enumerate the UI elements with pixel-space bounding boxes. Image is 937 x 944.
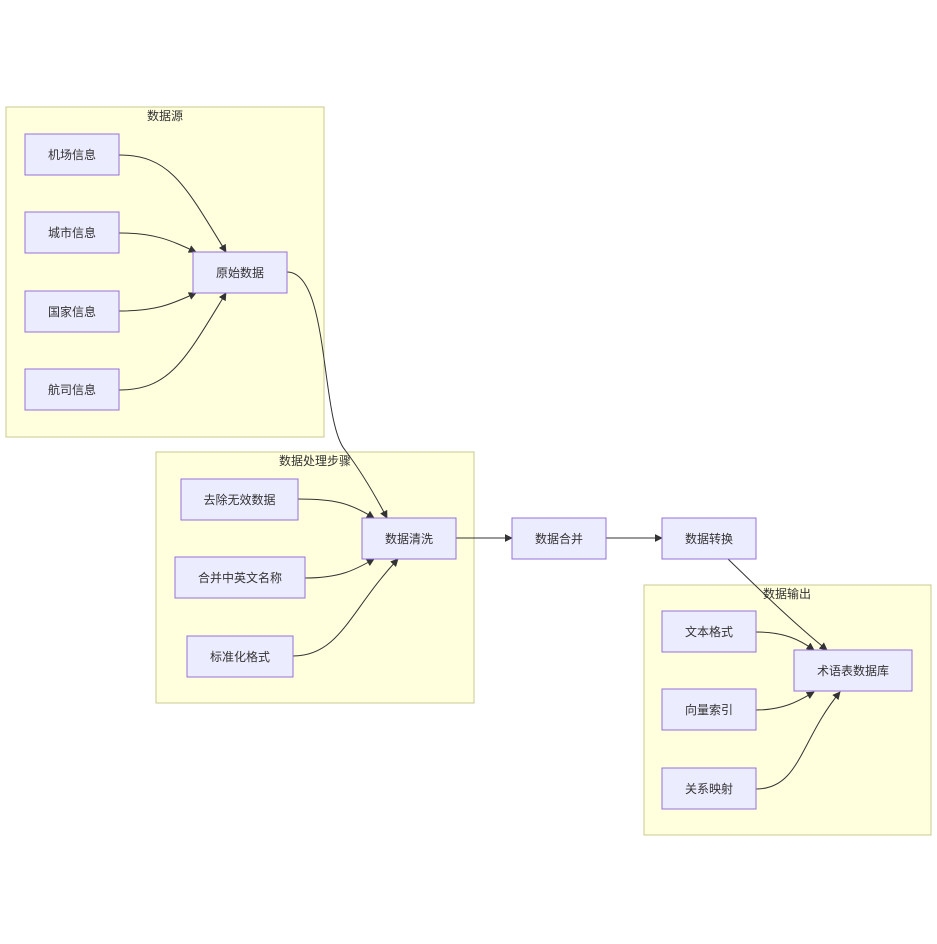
node-standardize[interactable]: 标准化格式: [186, 635, 294, 678]
node-data-merge[interactable]: 数据合并: [511, 517, 607, 560]
edge-raw-to-clean: [286, 271, 388, 519]
node-relation-map[interactable]: 关系映射: [661, 767, 757, 810]
node-data-clean-label: 数据清洗: [385, 531, 433, 546]
node-text-format[interactable]: 文本格式: [661, 610, 757, 653]
node-vector-index-label: 向量索引: [685, 702, 733, 717]
edge-airline-to-raw: [118, 292, 227, 391]
cluster-processing-steps-label: 数据处理步骤: [279, 453, 351, 468]
node-data-transform[interactable]: 数据转换: [661, 517, 757, 560]
edge-airport-to-raw: [118, 154, 227, 253]
node-airline-info[interactable]: 航司信息: [24, 368, 120, 411]
node-remove-invalid-label: 去除无效数据: [203, 492, 275, 507]
node-merge-names[interactable]: 合并中英文名称: [174, 556, 306, 599]
edge-relation-map-to-glossary: [755, 691, 841, 790]
node-merge-names-label: 合并中英文名称: [198, 570, 282, 585]
node-standardize-label: 标准化格式: [210, 649, 270, 664]
node-country-info[interactable]: 国家信息: [24, 290, 120, 333]
node-data-clean[interactable]: 数据清洗: [361, 517, 457, 560]
edges: [118, 154, 841, 790]
node-data-transform-label: 数据转换: [685, 531, 733, 546]
node-city-info[interactable]: 城市信息: [24, 211, 120, 254]
node-city-info-label: 城市信息: [48, 225, 96, 240]
cluster-data-source-label: 数据源: [147, 108, 183, 123]
node-text-format-label: 文本格式: [685, 624, 733, 639]
edge-merge-names-to-clean: [304, 558, 375, 579]
edge-standardize-to-clean: [292, 558, 399, 657]
node-glossary-database[interactable]: 术语表数据库: [793, 649, 913, 692]
edge-remove-invalid-to-clean: [297, 498, 375, 519]
edge-vector-index-to-glossary: [755, 691, 815, 711]
node-airport-info[interactable]: 机场信息: [24, 133, 120, 176]
node-relation-map-label: 关系映射: [685, 781, 733, 796]
node-airport-info-label: 机场信息: [48, 147, 96, 162]
node-remove-invalid[interactable]: 去除无效数据: [180, 478, 299, 521]
edge-transform-to-glossary: [727, 558, 828, 651]
cluster-data-output-label: 数据输出: [763, 586, 811, 601]
node-airline-info-label: 航司信息: [48, 382, 96, 397]
node-raw-data-label: 原始数据: [216, 265, 264, 280]
node-vector-index[interactable]: 向量索引: [661, 688, 757, 731]
edge-city-to-raw: [118, 232, 197, 253]
node-raw-data[interactable]: 原始数据: [192, 251, 288, 294]
edge-country-to-raw: [118, 292, 197, 312]
edge-text-format-to-glossary: [755, 631, 815, 651]
node-data-merge-label: 数据合并: [535, 531, 583, 546]
node-glossary-database-label: 术语表数据库: [817, 663, 889, 678]
node-country-info-label: 国家信息: [48, 304, 96, 319]
